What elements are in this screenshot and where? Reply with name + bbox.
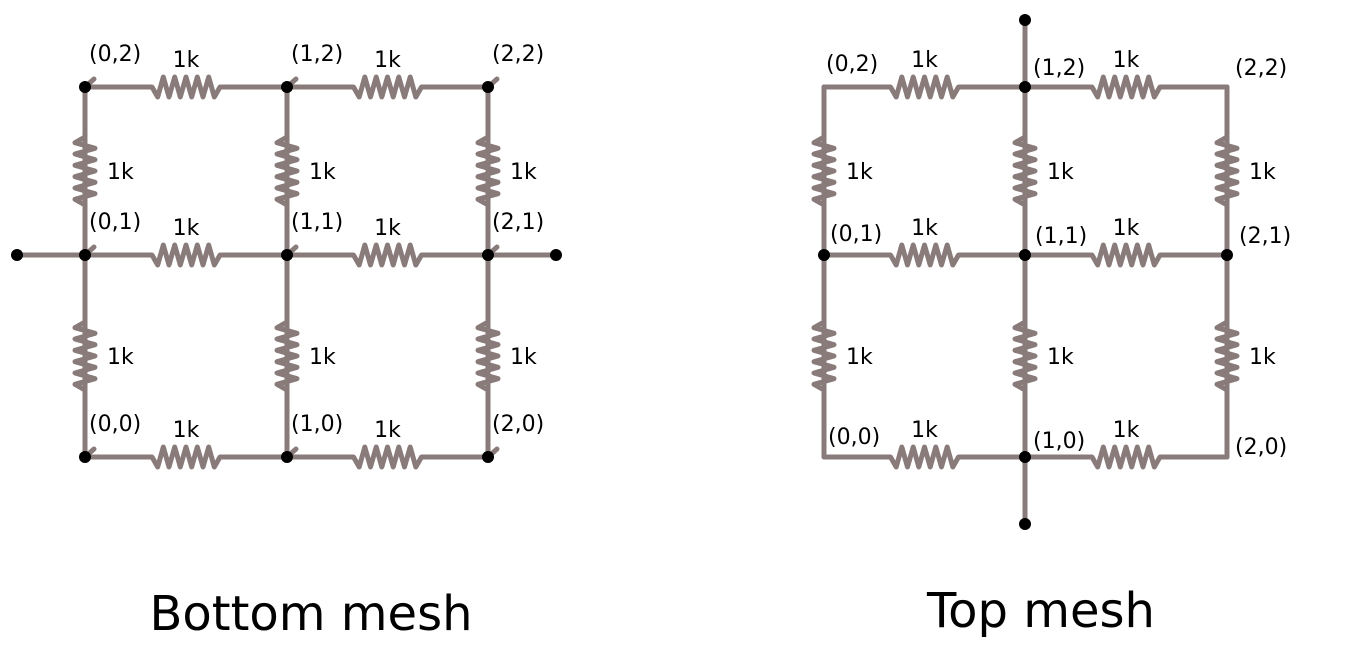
node-label: (1,0) [291, 412, 343, 437]
node-dot [281, 451, 293, 463]
resistor-h-1-0-label: 1k [374, 418, 401, 443]
resistor-v-1-1 [274, 84, 300, 258]
resistor-h-1-2-label: 1k [1113, 48, 1140, 73]
resistor-v-1-0 [1012, 252, 1038, 460]
node-dot [1019, 451, 1031, 463]
node-dot [79, 249, 91, 261]
resistor-h-0-1 [82, 242, 290, 268]
node-label: (0,2) [89, 42, 141, 67]
resistor-h-1-1 [1022, 242, 1230, 268]
node-dot [482, 81, 494, 93]
resistor-v-0-1-label: 1k [846, 160, 873, 185]
resistor-h-0-1-label: 1k [173, 216, 200, 241]
terminal-bottom [1019, 518, 1031, 530]
resistor-h-0-0-label: 1k [911, 418, 938, 443]
node-label: (2,0) [1235, 435, 1287, 460]
node-dot [818, 249, 830, 261]
node-label: (0,1) [830, 222, 882, 247]
resistor-v-2-0-label: 1k [1249, 345, 1276, 370]
resistor-h-0-1-label: 1k [911, 216, 938, 241]
node-label: (1,0) [1033, 429, 1085, 454]
node-label: (0,0) [89, 412, 141, 437]
resistor-v-2-1 [1214, 84, 1240, 258]
resistor-v-0-1-label: 1k [107, 160, 134, 185]
resistor-v-1-0 [274, 252, 300, 460]
resistor-v-1-1-label: 1k [309, 160, 336, 185]
node-label: (2,1) [1239, 224, 1291, 249]
top-mesh: 1k 1k 1k 1k 1k 1k 1k 1k 1k 1k 1k 1k (0,0) (1,0) (2,0) (… [811, 14, 1291, 530]
resistor-v-0-1 [811, 84, 837, 258]
node-label: (1,1) [291, 210, 343, 235]
resistor-h-1-1-label: 1k [1113, 216, 1140, 241]
node-label: (0,2) [826, 52, 878, 77]
terminal-top [1019, 14, 1031, 26]
node-label: (1,2) [291, 42, 343, 67]
resistor-h-0-0 [82, 444, 290, 470]
node-label: (2,2) [1235, 56, 1287, 81]
resistor-h-1-2-label: 1k [374, 48, 401, 73]
resistor-v-0-1 [72, 84, 98, 258]
resistor-v-2-1-label: 1k [510, 160, 537, 185]
resistor-v-2-1-label: 1k [1249, 160, 1276, 185]
node-dot [281, 249, 293, 261]
resistor-h-1-0-label: 1k [1113, 418, 1140, 443]
node-dot [482, 249, 494, 261]
resistor-v-2-0-label: 1k [510, 345, 537, 370]
node-label: (0,0) [828, 425, 880, 450]
resistor-v-1-0-label: 1k [309, 345, 336, 370]
node-label: (1,1) [1035, 224, 1087, 249]
node-label: (2,2) [492, 42, 544, 67]
resistor-h-1-2 [284, 74, 491, 100]
node-dot [482, 451, 494, 463]
terminal-right [550, 249, 562, 261]
resistor-v-1-0-label: 1k [1047, 345, 1074, 370]
resistor-v-0-0-label: 1k [846, 345, 873, 370]
resistor-v-2-1 [475, 84, 501, 258]
resistor-h-0-1 [821, 242, 1028, 268]
node-dot [79, 81, 91, 93]
resistor-h-1-1-label: 1k [374, 216, 401, 241]
resistor-v-0-0 [72, 252, 98, 460]
node-label: (2,0) [492, 412, 544, 437]
node-dot [79, 451, 91, 463]
resistor-h-1-0 [1022, 444, 1230, 470]
node-dot [281, 81, 293, 93]
resistor-v-1-1-label: 1k [1047, 160, 1074, 185]
resistor-v-0-0 [811, 252, 837, 460]
resistor-h-0-0-label: 1k [173, 418, 200, 443]
terminal-left [11, 249, 23, 261]
bottom-mesh-title: Bottom mesh [149, 586, 472, 642]
resistor-h-1-1 [284, 242, 491, 268]
top-mesh-title: Top mesh [926, 583, 1155, 639]
node-dot [1221, 249, 1233, 261]
resistor-h-1-0 [284, 444, 491, 470]
resistor-v-2-0 [1214, 252, 1240, 460]
resistor-v-2-0 [475, 252, 501, 460]
resistor-h-0-2-label: 1k [911, 48, 938, 73]
resistor-h-0-0 [821, 444, 1028, 470]
resistor-v-1-1 [1012, 84, 1038, 258]
resistor-h-0-2 [82, 74, 290, 100]
resistor-h-0-2 [821, 74, 1028, 100]
node-label: (0,1) [89, 210, 141, 235]
resistor-h-1-2 [1022, 74, 1230, 100]
node-dot [1019, 249, 1031, 261]
node-label: (2,1) [492, 210, 544, 235]
node-dot [1019, 81, 1031, 93]
bottom-mesh: 1k 1k 1k 1k 1k 1k 1k 1k 1k 1k 1k 1k (0,0) (1,0) (2,0) (… [11, 42, 562, 470]
resistor-h-0-2-label: 1k [173, 48, 200, 73]
resistor-v-0-0-label: 1k [107, 345, 134, 370]
node-label: (1,2) [1033, 56, 1085, 81]
